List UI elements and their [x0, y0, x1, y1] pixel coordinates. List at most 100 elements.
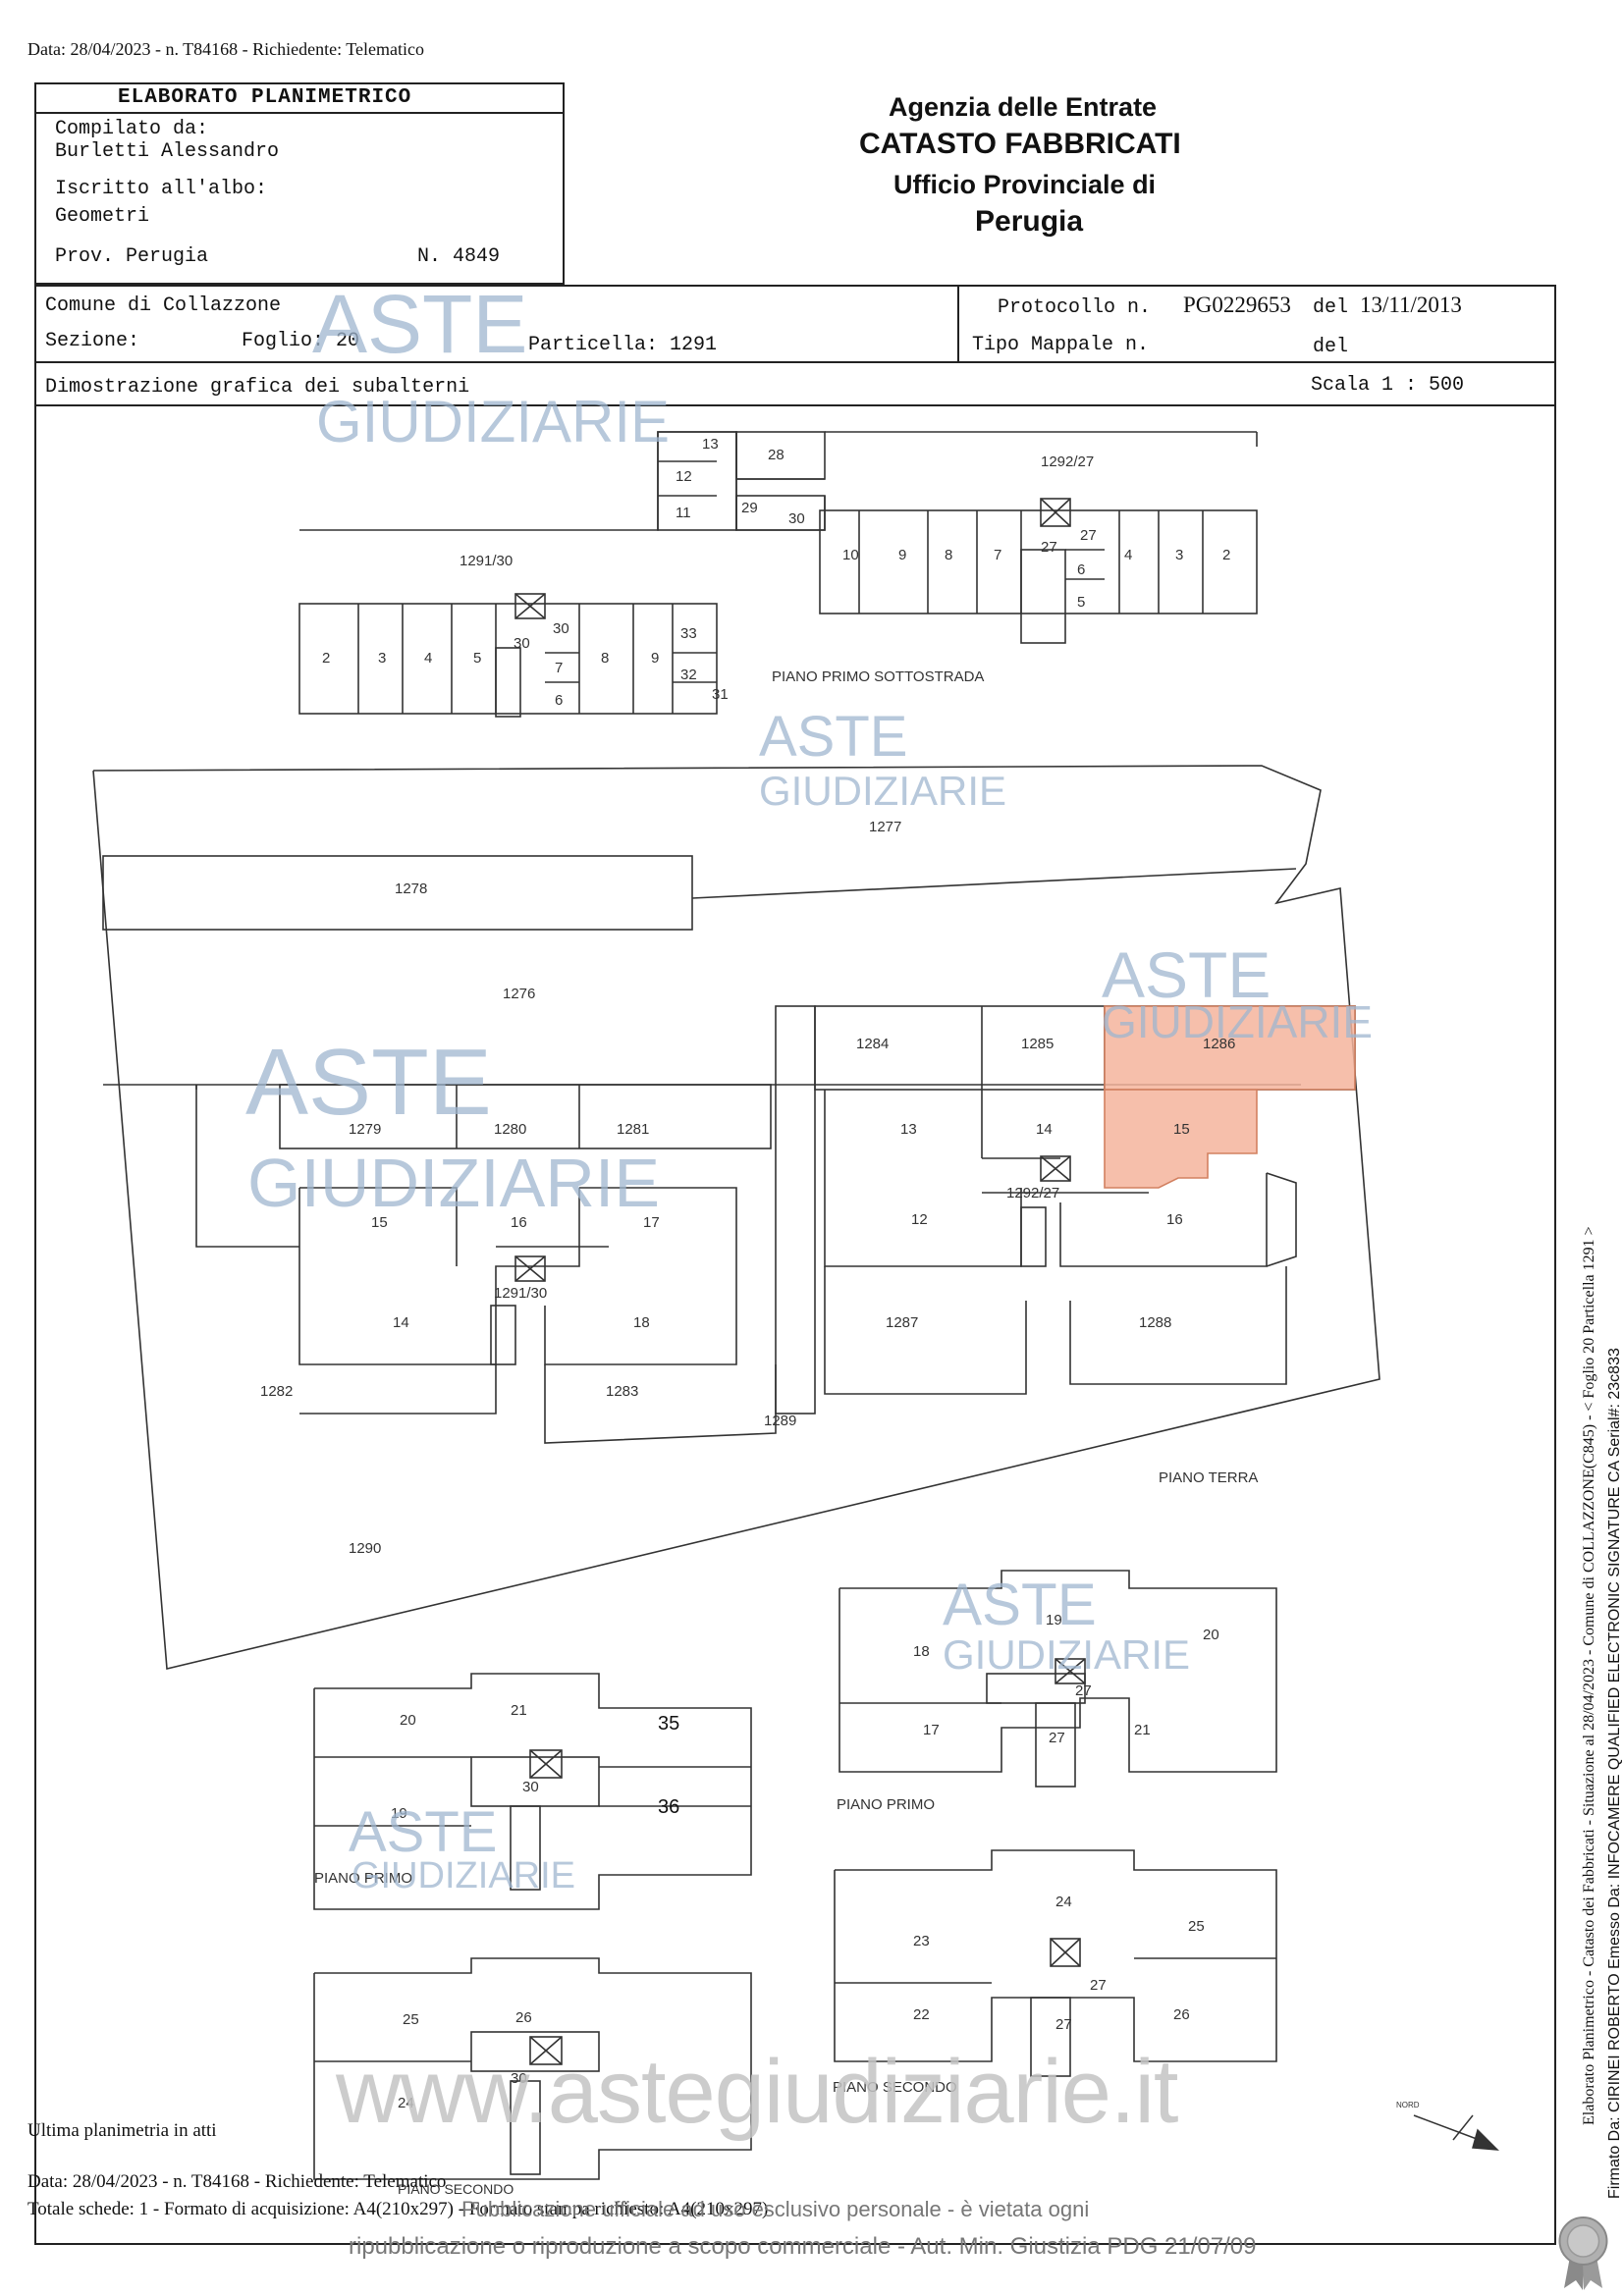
svg-text:8: 8: [945, 547, 952, 563]
watermark-aste-3: ASTE: [1102, 938, 1271, 1011]
agency-line3: Ufficio Provinciale di: [893, 170, 1157, 199]
svg-text:2: 2: [322, 650, 330, 667]
svg-text:1290: 1290: [349, 1540, 381, 1557]
side-text-1: Elaborato Planimetrico - Catasto dei Fab…: [1581, 1226, 1597, 2125]
svg-text:4: 4: [424, 650, 432, 667]
svg-text:4: 4: [1124, 547, 1132, 563]
piano-primo-right-label: PIANO PRIMO: [837, 1796, 936, 1813]
svg-text:27: 27: [1080, 527, 1097, 544]
highlighted-parcels: [1104, 1005, 1356, 1189]
seal-icon: [1556, 2214, 1610, 2290]
svg-text:20: 20: [400, 1712, 416, 1729]
protocollo-label: Protocollo n.: [998, 296, 1152, 319]
svg-text:1284: 1284: [856, 1036, 889, 1052]
header-line: Data: 28/04/2023 - n. T84168 - Richieden…: [27, 39, 424, 59]
piano-primo-sottostrada-label: PIANO PRIMO SOTTOSTRADA: [772, 668, 985, 685]
svg-text:7: 7: [994, 547, 1001, 563]
svg-text:9: 9: [651, 650, 659, 667]
svg-text:6: 6: [1077, 561, 1085, 578]
svg-text:15: 15: [1173, 1121, 1190, 1138]
compiled-label: Compilato da:: [55, 118, 209, 140]
svg-text:17: 17: [923, 1722, 940, 1738]
watermark-giudiziarie-4: GIUDIZIARIE: [247, 1145, 661, 1221]
agency-line2: CATASTO FABBRICATI: [859, 128, 1181, 160]
piano-secondo-right-label: PIANO SECONDO: [833, 2079, 957, 2096]
svg-text:25: 25: [403, 2011, 419, 2028]
svg-text:31: 31: [712, 686, 729, 703]
svg-text:2: 2: [1222, 547, 1230, 563]
main-frame: [34, 285, 1556, 2245]
svg-text:24: 24: [398, 2095, 414, 2111]
svg-text:1278: 1278: [395, 881, 427, 897]
plan-piano-terra: [92, 765, 1380, 1670]
svg-text:28: 28: [768, 447, 784, 463]
svg-text:30: 30: [788, 510, 805, 527]
plan-piano-secondo-left: [313, 1957, 752, 2180]
watermark-aste-6: ASTE: [349, 1800, 498, 1864]
svg-text:19: 19: [391, 1805, 407, 1822]
svg-text:27: 27: [1049, 1730, 1065, 1746]
foglio: Foglio: 20: [242, 330, 360, 352]
watermark-giudiziarie-1: GIUDIZIARIE: [316, 389, 671, 454]
side-text-2: Firmato Da: CIRINEI ROBERTO Emesso Da: I…: [1606, 1348, 1623, 2199]
svg-text:21: 21: [511, 1702, 527, 1719]
svg-text:1292/27: 1292/27: [1006, 1185, 1059, 1201]
albo-value: Geometri: [55, 205, 150, 228]
particella: Particella: 1291: [528, 334, 718, 356]
piano-terra-label: PIANO TERRA: [1159, 1469, 1259, 1486]
svg-text:15: 15: [371, 1214, 388, 1231]
province: Prov. Perugia: [55, 245, 209, 268]
svg-text:6: 6: [555, 692, 563, 709]
piano-primo-left-label: PIANO PRIMO: [314, 1870, 413, 1887]
svg-text:1282: 1282: [260, 1383, 293, 1400]
svg-text:19: 19: [1046, 1612, 1062, 1629]
svg-text:36: 36: [658, 1796, 679, 1818]
registration-number: N. 4849: [417, 245, 501, 268]
watermark-aste-4: ASTE: [245, 1030, 492, 1135]
svg-text:22: 22: [913, 2006, 930, 2023]
svg-text:1292/27: 1292/27: [1041, 454, 1094, 470]
svg-text:3: 3: [1175, 547, 1183, 563]
watermark-giudiziarie-3: GIUDIZIARIE: [1102, 996, 1374, 1047]
svg-text:7: 7: [555, 660, 563, 676]
comune: Comune di Collazzone: [45, 294, 282, 317]
plan-sottostrada: [298, 431, 1258, 718]
dimostrazione: Dimostrazione grafica dei subalterni: [45, 376, 470, 399]
protocollo-date: 13/11/2013: [1360, 293, 1462, 317]
svg-text:1280: 1280: [494, 1121, 526, 1138]
form-title: ELABORATO PLANIMETRICO: [118, 86, 412, 109]
svg-text:26: 26: [515, 2009, 532, 2026]
svg-text:1281: 1281: [617, 1121, 649, 1138]
scala: Scala 1 : 500: [1311, 374, 1465, 397]
svg-text:24: 24: [1055, 1894, 1072, 1910]
svg-text:27: 27: [1090, 1977, 1107, 1994]
svg-text:14: 14: [1036, 1121, 1053, 1138]
svg-text:12: 12: [676, 468, 692, 485]
footer-line2: Totale schede: 1 - Formato di acquisizio…: [27, 2199, 769, 2219]
svg-text:27: 27: [1075, 1682, 1092, 1699]
tipo-mappale: Tipo Mappale n.: [972, 334, 1150, 356]
watermark-giudiziarie-2: GIUDIZIARIE: [759, 768, 1007, 814]
svg-text:16: 16: [511, 1214, 527, 1231]
svg-text:1285: 1285: [1021, 1036, 1054, 1052]
svg-text:27: 27: [1041, 539, 1057, 556]
svg-text:14: 14: [393, 1314, 409, 1331]
watermark-aste-2: ASTE: [759, 705, 908, 769]
svg-text:1288: 1288: [1139, 1314, 1171, 1331]
ultima-planimetria: Ultima planimetria in atti: [27, 2120, 217, 2141]
svg-text:30: 30: [553, 620, 569, 637]
svg-text:10: 10: [842, 547, 859, 563]
svg-text:1276: 1276: [503, 986, 535, 1002]
sezione-label: Sezione:: [45, 330, 140, 352]
svg-text:33: 33: [680, 625, 697, 642]
protocollo-value: PG0229653: [1183, 293, 1291, 317]
watermark-giudiziarie-5: GIUDIZIARIE: [943, 1631, 1191, 1678]
nord-label: NORD: [1396, 2101, 1420, 2109]
svg-text:27: 27: [1055, 2016, 1072, 2033]
publication-notice-1: Pubblicazione ufficiale ad uso esclusivo…: [461, 2197, 1090, 2221]
svg-text:18: 18: [633, 1314, 650, 1331]
plan-piano-secondo-right: [834, 1849, 1277, 2077]
